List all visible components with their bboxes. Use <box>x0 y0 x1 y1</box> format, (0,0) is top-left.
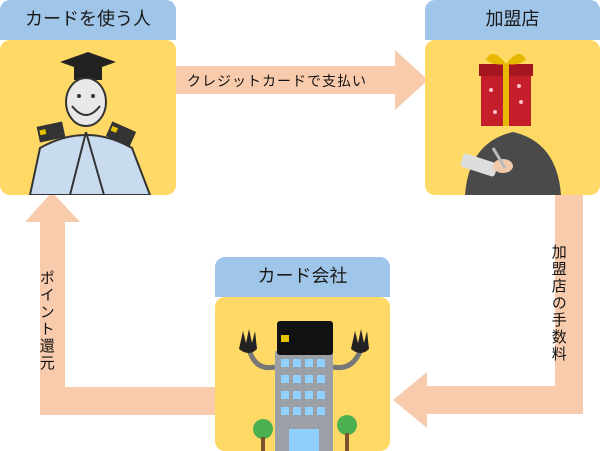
node-user-title: カードを使う人 <box>0 0 176 40</box>
arrow-points <box>25 192 215 415</box>
arrow-payment-label: クレジットカードで支払い <box>187 74 367 90</box>
samurai-illustration-icon <box>28 52 152 195</box>
arrow-payment <box>175 50 428 110</box>
node-card-company-title: カード会社 <box>215 257 390 297</box>
gift-box-head-person-icon <box>460 53 561 195</box>
arrow-fee-label: 加盟店の手数料 <box>549 244 568 363</box>
node-merchant-box <box>425 40 600 195</box>
arrow-points-label: ポイント還元 <box>37 270 56 372</box>
arrow-fee <box>393 192 583 428</box>
node-merchant-title: 加盟店 <box>425 0 600 40</box>
node-card-company-box <box>215 297 390 451</box>
building-with-card-icon <box>239 321 369 451</box>
node-user-box <box>0 40 176 195</box>
